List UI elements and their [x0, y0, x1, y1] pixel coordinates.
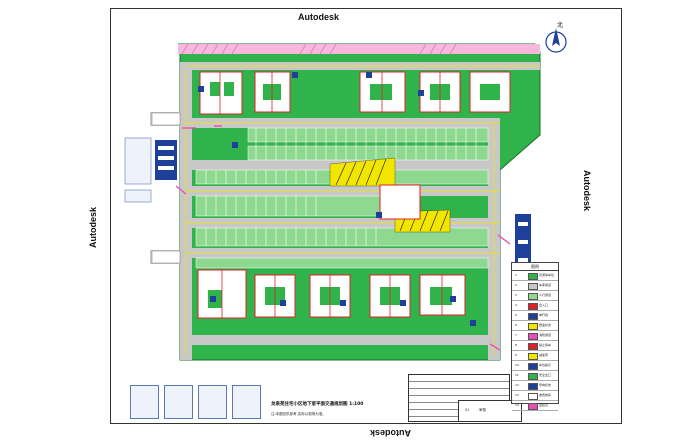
- legend-swatch: [528, 303, 538, 310]
- legend-swatch: [528, 353, 538, 360]
- legend-swatch: [528, 273, 538, 280]
- legend-item-index: 4: [515, 303, 517, 307]
- drawing-note: 注:本图仅供参考,实际以现场为准。: [271, 412, 326, 416]
- table-row: [409, 375, 509, 382]
- legend-item-index: 11: [515, 373, 519, 377]
- stall-divider-lines: [205, 128, 477, 246]
- legend-swatch: [528, 363, 538, 370]
- legend-item-text: 单行线: [539, 313, 549, 317]
- top-hatch-lines: [181, 43, 457, 55]
- left-detail-panels: [124, 137, 152, 203]
- detail-drawing-3: [198, 385, 227, 419]
- detail-drawing-4: [232, 385, 261, 419]
- legend: 图例 1 普通停车位 2 车库通道 3 人行通道 4 出入口 5 单行线 6 限速标志 7 消…: [511, 262, 559, 411]
- legend-item: 6 限速标志: [512, 321, 558, 331]
- north-label: 北: [557, 22, 564, 29]
- entrance-strips: [151, 112, 181, 264]
- legend-item-text: 禁止停车: [539, 343, 552, 347]
- legend-item-index: 2: [515, 283, 517, 287]
- legend-swatch: [528, 333, 538, 340]
- legend-item-index: 14: [515, 403, 519, 407]
- watermark-top: Autodesk: [298, 12, 340, 22]
- legend-item-text: 限速标志: [539, 323, 552, 327]
- legend-item-text: 人行通道: [539, 293, 552, 297]
- legend-title: 图例: [512, 263, 558, 271]
- legend-item: 14 监控点: [512, 401, 558, 411]
- legend-item: 7 消防通道: [512, 331, 558, 341]
- legend-item-index: 6: [515, 323, 517, 327]
- legend-item-index: 1: [515, 273, 517, 277]
- legend-item-text: 消防通道: [539, 333, 552, 337]
- legend-swatch: [528, 403, 538, 410]
- legend-item-index: 9: [515, 353, 517, 357]
- sign-white-marks: [158, 146, 528, 262]
- legend-item-text: 出入口: [539, 303, 549, 307]
- legend-swatch: [528, 393, 538, 400]
- ramp-arrows: [175, 125, 511, 351]
- legend-item-text: 车库通道: [539, 283, 552, 287]
- top-hatch-band: [178, 44, 540, 54]
- title-block-label: 审核: [479, 408, 486, 412]
- legend-item: 3 人行通道: [512, 291, 558, 301]
- yellow-lane-lines: [185, 65, 540, 355]
- title-block: 审核 01: [458, 400, 522, 422]
- legend-swatch: [528, 343, 538, 350]
- detail-drawing-1: [130, 385, 159, 419]
- legend-item: 5 单行线: [512, 311, 558, 321]
- legend-item-text: 导向标志: [539, 383, 552, 387]
- core-inner-walls: [219, 72, 443, 318]
- legend-item: 9 减速带: [512, 351, 558, 361]
- legend-item-text: 安全出口: [539, 373, 552, 377]
- legend-item: 1 普通停车位: [512, 271, 558, 281]
- detail-drawing-2: [164, 385, 193, 419]
- legend-item: 11 安全出口: [512, 371, 558, 381]
- schedule-table: [408, 374, 510, 422]
- legend-item: 8 禁止停车: [512, 341, 558, 351]
- title-block-drawing-no: 01: [465, 408, 470, 412]
- drawing-caption: 龙泉苑住宅小区地下室平面交通规划图 1:100: [271, 402, 364, 407]
- legend-swatch: [528, 293, 538, 300]
- legend-item-index: 10: [515, 363, 519, 367]
- legend-item-index: 12: [515, 383, 519, 387]
- legend-swatch: [528, 323, 538, 330]
- legend-item-index: 13: [515, 393, 519, 397]
- legend-item-text: 车位指示: [539, 363, 552, 367]
- legend-item: 2 车库通道: [512, 281, 558, 291]
- legend-item: 4 出入口: [512, 301, 558, 311]
- table-row: [409, 389, 509, 396]
- legend-item-index: 3: [515, 293, 517, 297]
- legend-item-text: 普通停车位: [539, 273, 555, 277]
- legend-item: 13 收费岗亭: [512, 391, 558, 401]
- legend-item-text: 减速带: [539, 353, 549, 357]
- table-row: [409, 382, 509, 389]
- legend-item: 10 车位指示: [512, 361, 558, 371]
- legend-item: 12 导向标志: [512, 381, 558, 391]
- north-arrow-icon: [545, 28, 567, 53]
- legend-swatch: [528, 373, 538, 380]
- legend-swatch: [528, 383, 538, 390]
- legend-swatch: [528, 313, 538, 320]
- legend-swatch: [528, 283, 538, 290]
- legend-item-text: 监控点: [539, 403, 549, 407]
- legend-item-index: 8: [515, 343, 517, 347]
- legend-item-text: 收费岗亭: [539, 393, 552, 397]
- legend-item-index: 7: [515, 333, 517, 337]
- legend-item-index: 5: [515, 313, 517, 317]
